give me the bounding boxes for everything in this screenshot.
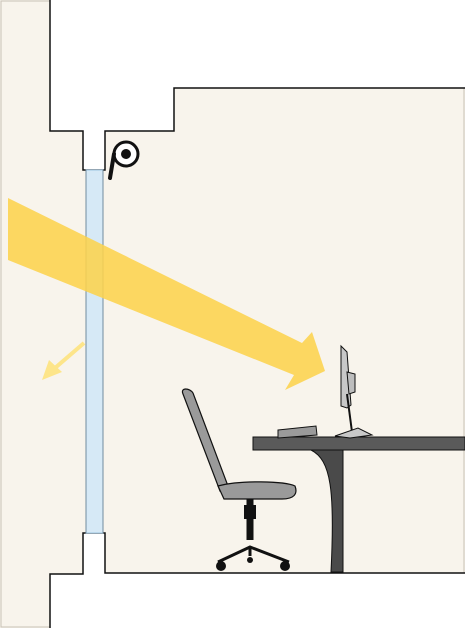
chair-seat [217,481,297,500]
desk-leg [310,449,344,573]
chair-backrest [181,388,229,492]
floor-outline [49,532,465,628]
window-glass [85,169,104,534]
reflected-light-arrow [42,341,86,380]
desk-top [252,436,465,451]
sunlight-beam [8,198,325,390]
ceiling-slab [50,0,465,88]
desk [252,436,465,573]
monitor [334,344,374,439]
chair-base [217,545,290,564]
room-interior [50,0,465,628]
office-chair [181,388,297,571]
ceiling-outline [49,0,465,171]
keyboard [277,425,318,439]
roller-blind-icon [108,140,140,180]
